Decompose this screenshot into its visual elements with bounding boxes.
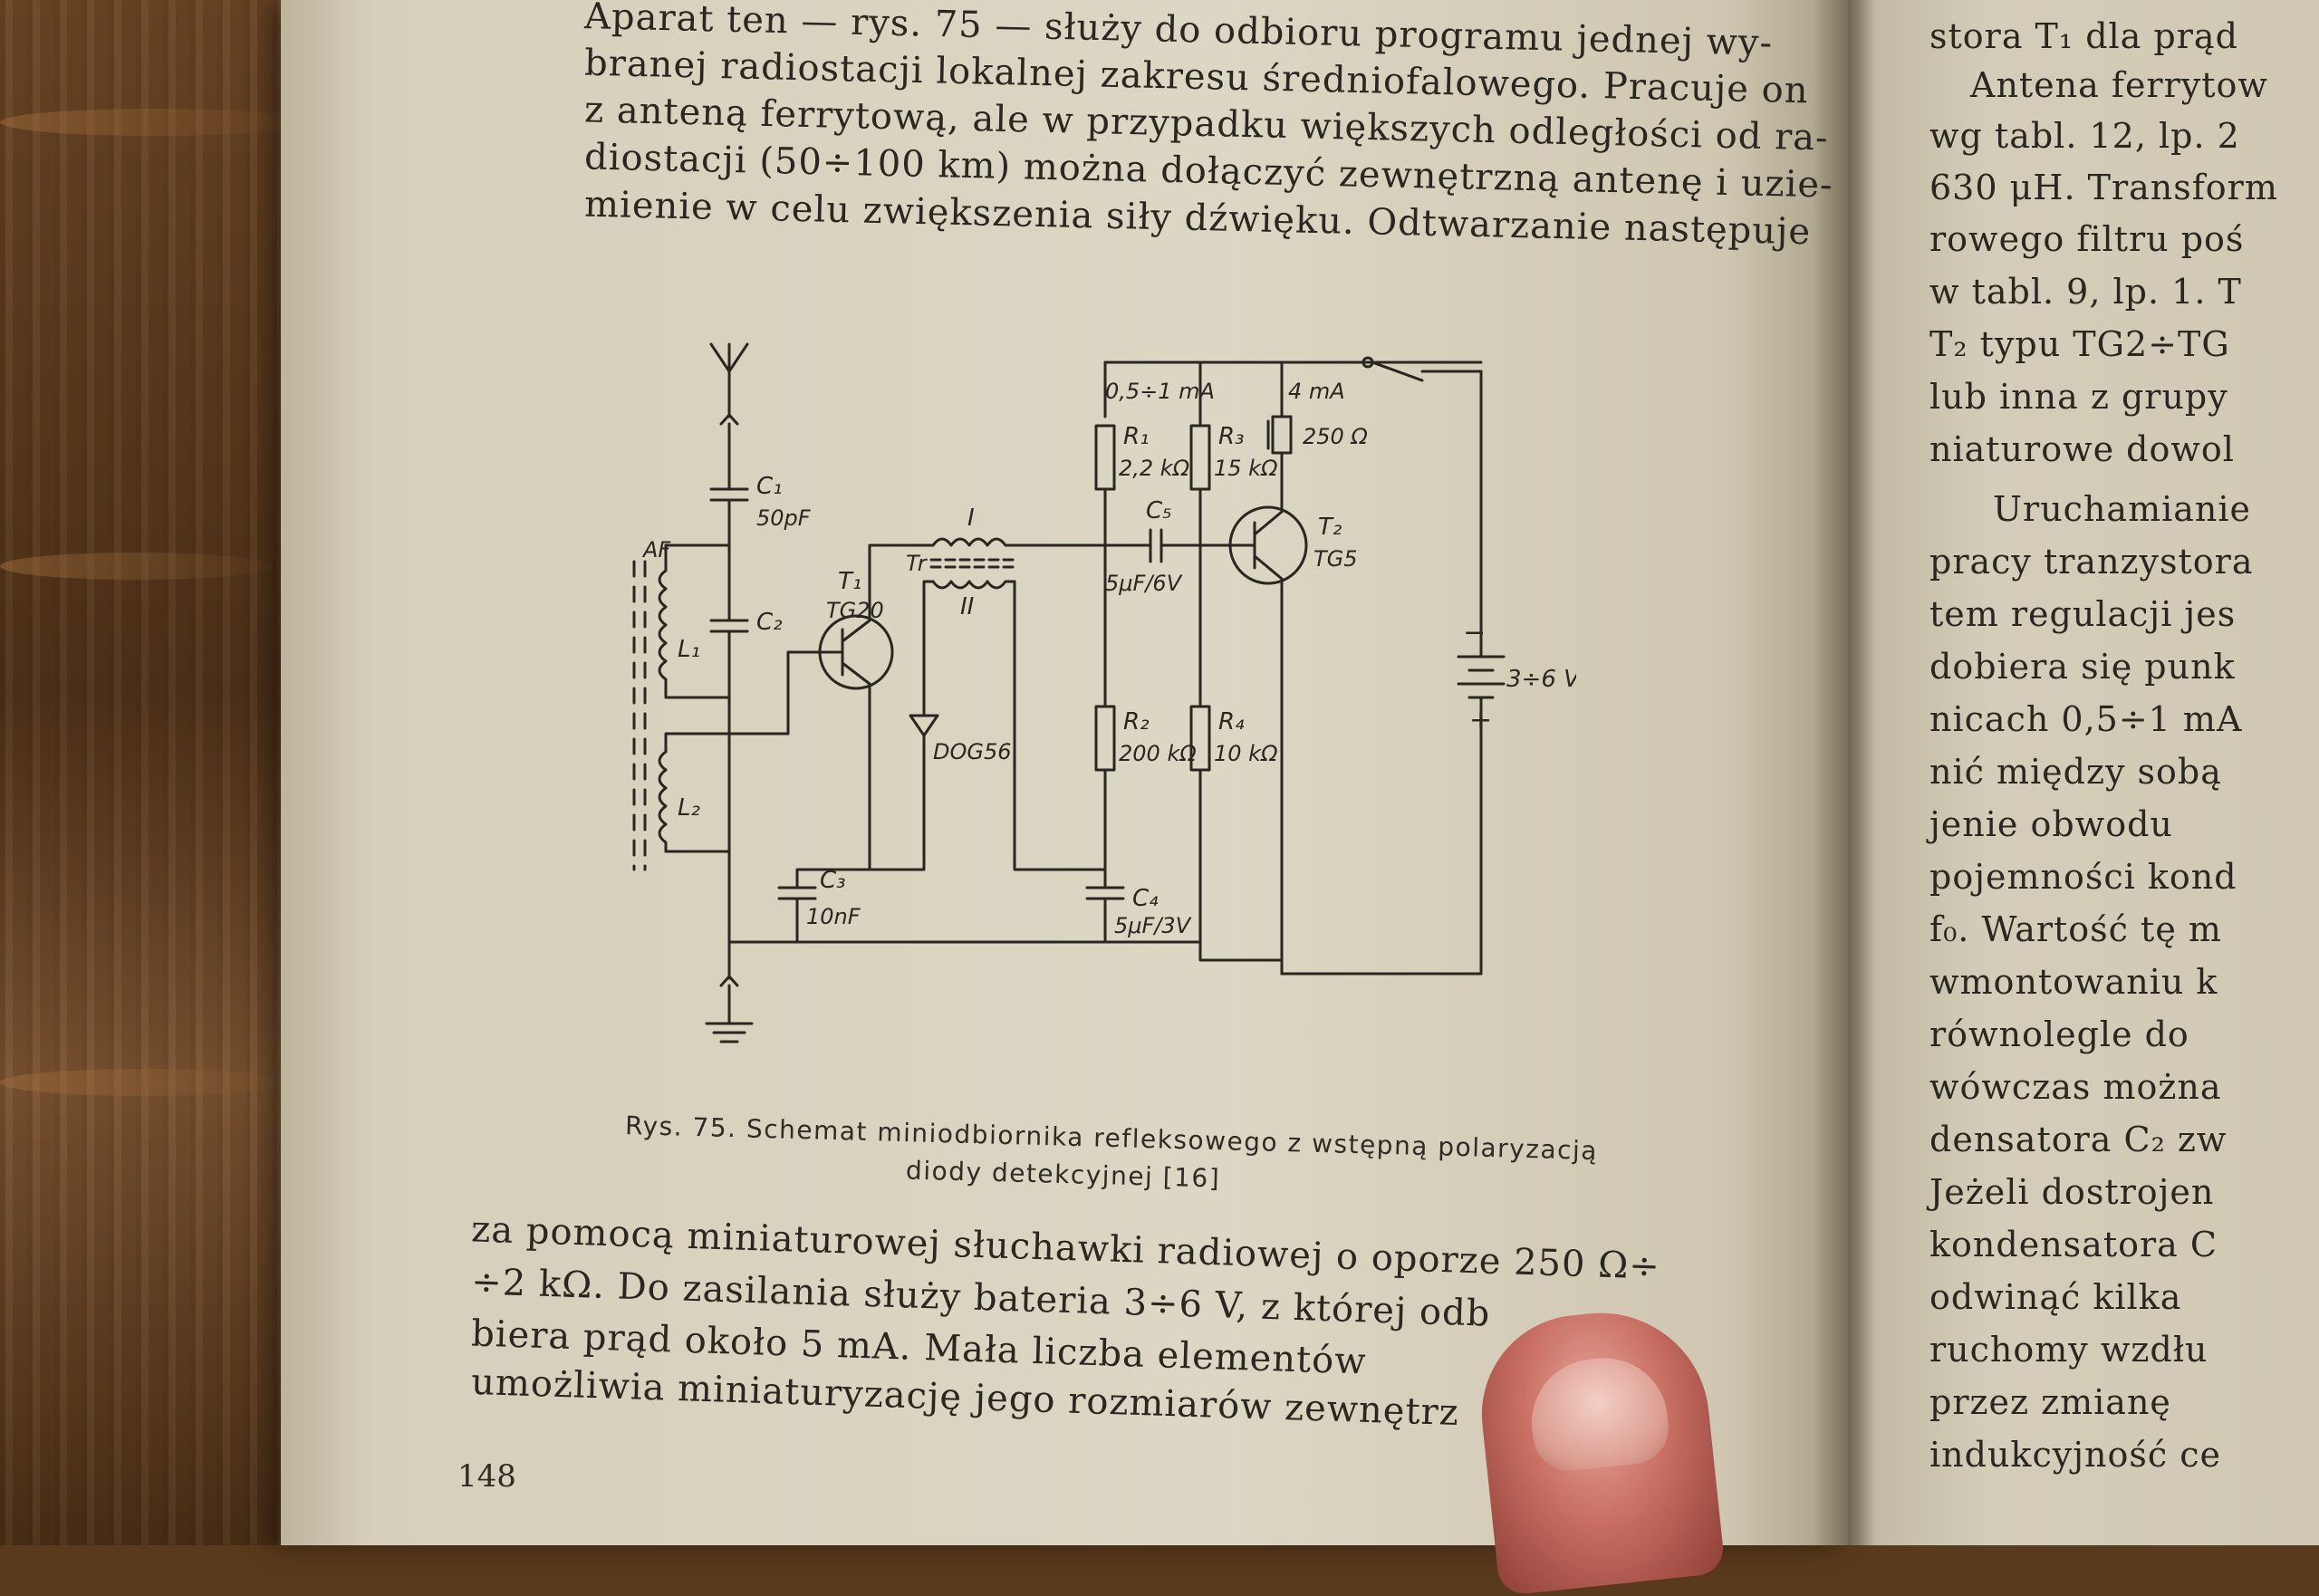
r3-value: 15 kΩ bbox=[1214, 456, 1278, 481]
diode-label: DOG56 bbox=[933, 739, 1012, 764]
c5-value: 5μF/6V bbox=[1105, 571, 1183, 596]
book-gutter bbox=[1812, 0, 1875, 1545]
c1-value: 50pF bbox=[756, 505, 812, 531]
battery-icon bbox=[1457, 655, 1506, 976]
r1-label: R₁ bbox=[1123, 423, 1150, 450]
right-text-line: pracy tranzystora bbox=[1929, 542, 2254, 582]
right-book-page bbox=[1848, 0, 2319, 1545]
right-text-line: niaturowe dowol bbox=[1929, 429, 2235, 469]
transistor-t1 bbox=[818, 578, 894, 853]
r4-label: R₄ bbox=[1218, 708, 1245, 736]
right-text-line: przez zmianę bbox=[1929, 1382, 2171, 1422]
right-text-line: lub inna z grupy bbox=[1929, 377, 2228, 417]
battery-minus: − bbox=[1463, 617, 1486, 649]
right-text-line: równolegle do bbox=[1929, 1014, 2189, 1054]
t1-type: TG20 bbox=[826, 598, 884, 623]
right-text-line: dobiera się punk bbox=[1929, 647, 2236, 687]
tr-winding-i: I bbox=[967, 505, 975, 532]
r3-label: R₃ bbox=[1218, 423, 1245, 450]
right-text-line: densatora C₂ zw bbox=[1929, 1120, 2228, 1159]
ground-rail bbox=[1198, 940, 1483, 976]
wire bbox=[719, 940, 739, 1025]
t2-label: T₂ bbox=[1318, 514, 1342, 541]
right-text-line: kondensatora C bbox=[1929, 1225, 2218, 1264]
wire bbox=[727, 650, 822, 736]
battery-plus: + bbox=[1469, 705, 1492, 736]
resistor-r1 bbox=[1094, 424, 1116, 547]
page-number: 148 bbox=[457, 1458, 516, 1495]
resistor-r2 bbox=[1094, 705, 1116, 889]
right-text-line: T₂ typu TG2÷TG bbox=[1929, 324, 2230, 364]
antenna-symbol bbox=[709, 342, 749, 491]
coil-l1 bbox=[658, 543, 731, 699]
c4-label: C₄ bbox=[1132, 885, 1159, 912]
phone-value: 250 Ω bbox=[1303, 424, 1368, 449]
wire bbox=[664, 524, 731, 547]
current-label-1: 0,5÷1 mA bbox=[1105, 379, 1215, 404]
tr-label: Tr bbox=[906, 551, 929, 576]
capacitor-c5 bbox=[1149, 528, 1202, 563]
capacitor-c1 bbox=[709, 487, 749, 527]
right-text-line: nicach 0,5÷1 mA bbox=[1929, 699, 2243, 739]
t1-label: T₁ bbox=[838, 568, 861, 595]
c1-label: C₁ bbox=[756, 473, 783, 500]
r1-value: 2,2 kΩ bbox=[1119, 456, 1190, 481]
right-text-line: stora T₁ dla prąd bbox=[1929, 16, 2238, 56]
right-text-line: wówczas można bbox=[1929, 1067, 2222, 1107]
capacitor-c4 bbox=[1085, 886, 1125, 944]
right-text-line: Antena ferrytow bbox=[1970, 65, 2268, 105]
right-text-line: indukcyjność ce bbox=[1929, 1435, 2221, 1475]
resistor-r4 bbox=[1189, 705, 1211, 944]
right-text-line: nić między sobą bbox=[1929, 752, 2222, 792]
switch-icon bbox=[1362, 356, 1483, 382]
capacitor-c3 bbox=[777, 886, 817, 944]
headphone-icon bbox=[1266, 415, 1293, 455]
right-text-line: 630 μH. Transform bbox=[1929, 168, 2278, 207]
right-text-line: Uruchamianie bbox=[1993, 489, 2252, 529]
l1-label: L₁ bbox=[678, 636, 700, 663]
c5-label: C₅ bbox=[1146, 497, 1172, 524]
circuit-schematic: C₁ 50pF AF L₁ C₂ L₂ T₁ TG20 Tr I II DOG5… bbox=[632, 342, 1576, 1043]
c2-label: C₂ bbox=[756, 609, 783, 636]
right-text-line: jenie obwodu bbox=[1929, 804, 2173, 844]
wood-grain bbox=[0, 553, 272, 580]
r2-label: R₂ bbox=[1123, 708, 1150, 736]
current-label-2: 4 mA bbox=[1288, 379, 1345, 404]
r2-value: 200 kΩ bbox=[1119, 741, 1197, 766]
wood-grain bbox=[0, 109, 308, 136]
tr-winding-ii: II bbox=[960, 593, 974, 620]
right-text-line: wg tabl. 12, lp. 2 bbox=[1929, 116, 2240, 156]
l2-label: L₂ bbox=[678, 794, 700, 822]
left-book-page bbox=[281, 0, 1848, 1545]
capacitor-c2 bbox=[709, 619, 749, 633]
right-text-line: tem regulacji jes bbox=[1929, 594, 2237, 634]
right-text-line: f₀. Wartość tę m bbox=[1929, 909, 2222, 949]
transformer-tr bbox=[929, 537, 1018, 590]
wire bbox=[922, 580, 935, 717]
diode-dog56 bbox=[868, 714, 939, 871]
wire bbox=[868, 543, 935, 582]
right-text-line: wmontowaniu k bbox=[1929, 962, 2218, 1002]
right-text-line: Jeżeli dostrojen bbox=[1929, 1172, 2215, 1212]
right-text-line: ruchomy wzdłu bbox=[1929, 1330, 2208, 1370]
wire bbox=[795, 850, 871, 889]
transistor-t2 bbox=[1228, 451, 1308, 976]
ground-icon bbox=[705, 1022, 754, 1043]
c3-value: 10nF bbox=[806, 904, 861, 929]
t2-type: TG5 bbox=[1313, 546, 1358, 572]
wood-grain bbox=[0, 1069, 290, 1096]
coil-l2 bbox=[658, 732, 731, 853]
right-text-line: odwinąć kilka bbox=[1929, 1277, 2182, 1317]
r4-value: 10 kΩ bbox=[1214, 741, 1278, 766]
right-text-line: w tabl. 9, lp. 1. T bbox=[1929, 272, 2242, 312]
wire bbox=[1013, 580, 1107, 871]
battery-value: 3÷6 V bbox=[1506, 666, 1576, 693]
resistor-r3 bbox=[1189, 424, 1211, 708]
right-text-line: pojemności kond bbox=[1929, 857, 2237, 897]
right-text-line: rowego filtru poś bbox=[1929, 219, 2245, 259]
c3-label: C₃ bbox=[820, 867, 846, 894]
c4-value: 5μF/3V bbox=[1114, 913, 1192, 938]
